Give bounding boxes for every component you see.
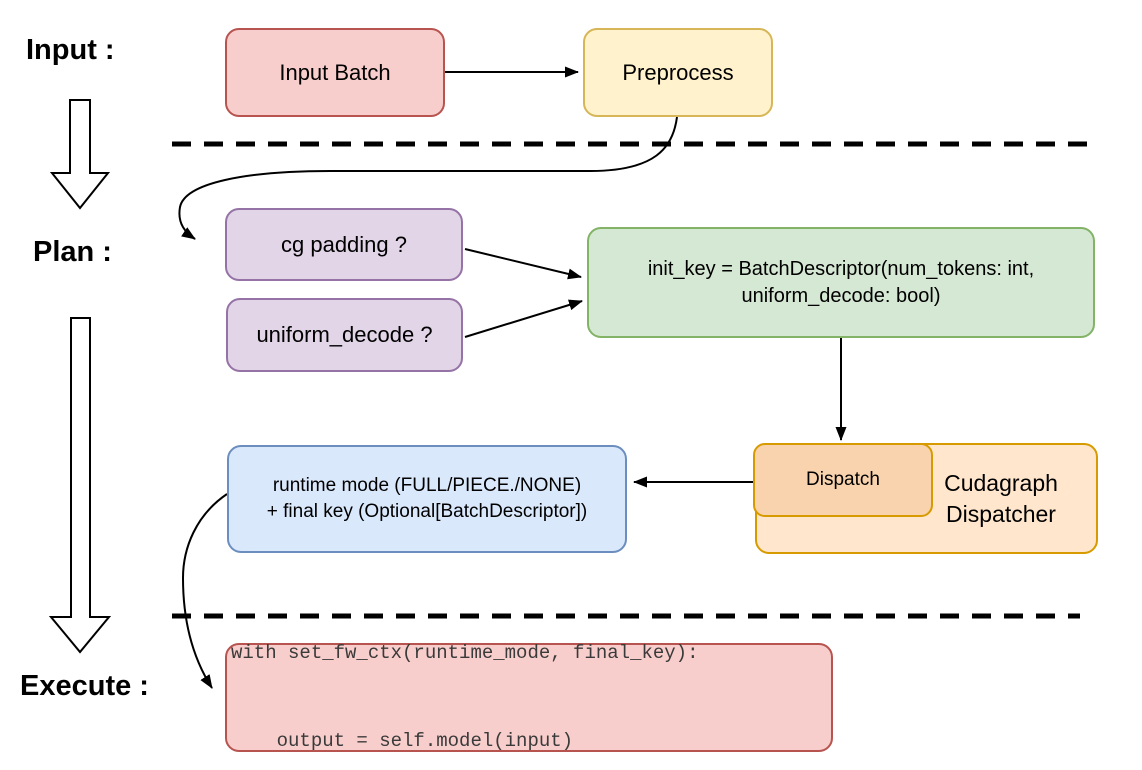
init-key-line-1: init_key = BatchDescriptor(num_tokens: i…: [647, 257, 1035, 280]
connector-cgpadding-initkey: [464, 248, 582, 280]
uniform-decode-node: uniform_decode ?: [226, 298, 463, 372]
execute-code-line-2: output = self.model(input): [231, 729, 574, 752]
connector-preprocess-cgpadding: [178, 116, 678, 240]
plan-section-arrow: [48, 317, 112, 654]
runtime-mode-node: runtime mode (FULL/PIECE./NONE) + final …: [227, 445, 627, 553]
runtime-mode-line-2: + final key (Optional[BatchDescriptor]): [266, 501, 588, 522]
execute-section-label: Execute :: [20, 670, 149, 702]
init-key-line-2: uniform_decode: bool): [741, 284, 941, 307]
init-key-node: init_key = BatchDescriptor(num_tokens: i…: [587, 227, 1095, 338]
input-batch-node: Input Batch: [225, 28, 445, 117]
runtime-mode-line-1: runtime mode (FULL/PIECE./NONE): [272, 475, 582, 497]
cudagraph-dispatcher-label: Cudagraph Dispatcher: [944, 469, 1058, 527]
input-section-label: Input :: [26, 34, 115, 66]
connector-uniformdecode-initkey: [464, 299, 583, 338]
execute-code-line-1: with set_fw_ctx(runtime_mode, final_key)…: [231, 641, 699, 664]
plan-section-label: Plan :: [33, 236, 112, 268]
input-section-arrow: [49, 99, 111, 210]
preprocess-node: Preprocess: [583, 28, 773, 117]
dispatch-node: Dispatch: [753, 443, 933, 517]
cg-padding-node: cg padding ?: [225, 208, 463, 281]
execute-code-node: with set_fw_ctx(runtime_mode, final_key)…: [225, 642, 833, 752]
connector-runtimemode-executecode: [181, 493, 228, 689]
